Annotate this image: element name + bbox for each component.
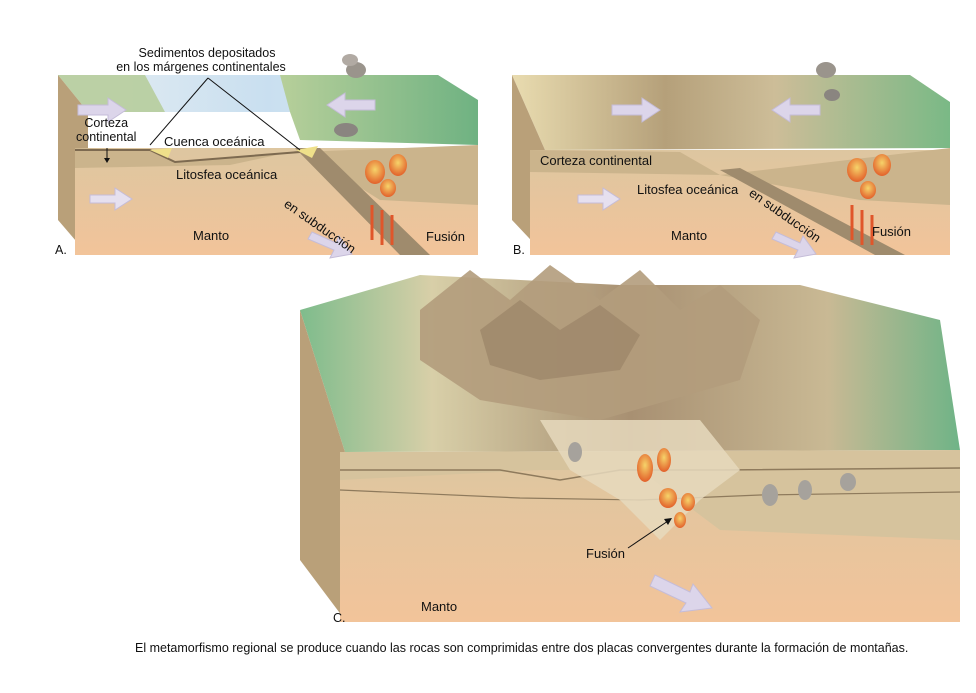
basin-label: Cuenca oceánica [164, 134, 265, 149]
lithosphere-label-a: Litosfea oceánica [176, 167, 278, 182]
sediment-label: Sedimentos depositados en los márgenes c… [116, 46, 292, 74]
sediment-label-line2: en los márgenes continentales [116, 60, 286, 74]
panel-b [512, 62, 950, 259]
crust-label-a-line2: continental [76, 130, 137, 144]
lithosphere-label-b: Litosfea oceánica [637, 182, 739, 197]
mantle-label-c: Manto [421, 599, 458, 614]
panel-a [58, 54, 478, 259]
sediment-label-line1: Sedimentos depositados [138, 46, 276, 60]
panel-c-letter: C. [333, 611, 346, 625]
crust-label-a-line1: Corteza [84, 116, 129, 130]
crust-label-a: Corteza continental [76, 116, 136, 144]
mantle-label-a: Manto [193, 228, 230, 243]
panel-c [300, 265, 961, 622]
figure-caption: El metamorfismo regional se produce cuan… [135, 641, 909, 655]
melting-label-c: Fusión [586, 546, 626, 561]
panel-a-letter: A. [55, 243, 67, 257]
crust-label-b: Corteza continental [540, 153, 653, 168]
melting-label-b: Fusión [872, 224, 912, 239]
panel-b-letter: B. [513, 243, 525, 257]
melting-label-a: Fusión [426, 229, 466, 244]
mantle-label-b: Manto [671, 228, 708, 243]
